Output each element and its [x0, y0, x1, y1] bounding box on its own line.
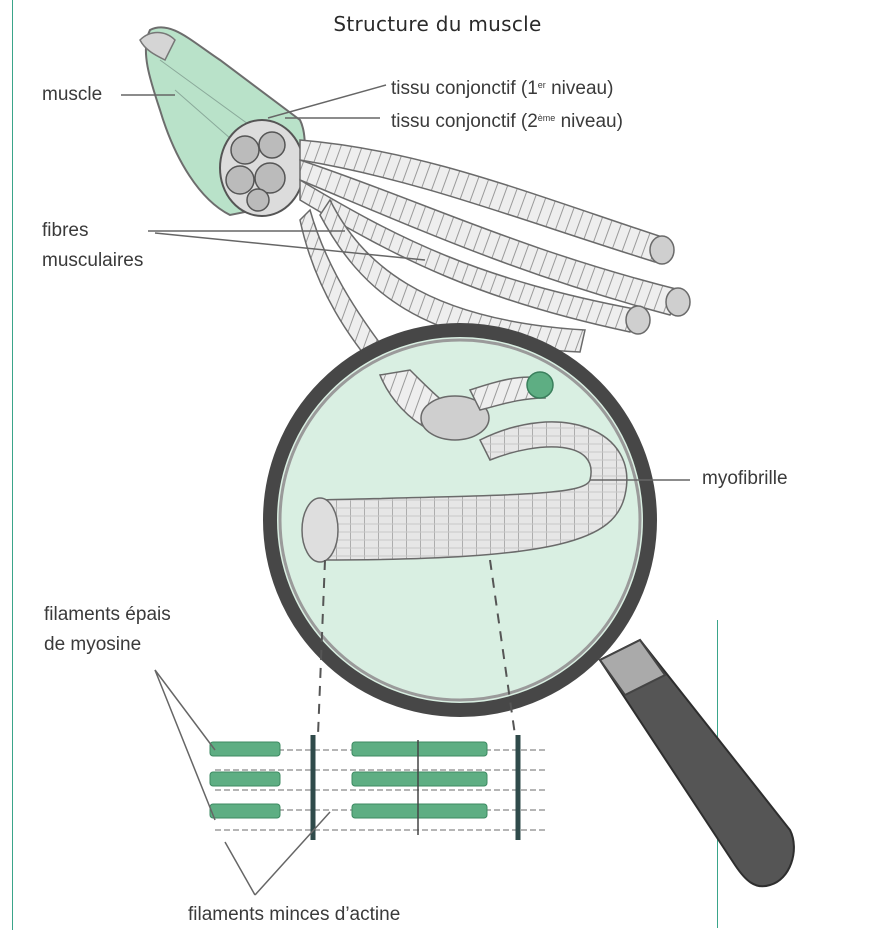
label-myosine-line1: filaments épais: [44, 602, 171, 628]
label-fibres-line2: musculaires: [42, 248, 143, 274]
label-fibres: fibres musculaires: [42, 218, 143, 274]
label-tissu1-tail: niveau): [546, 78, 614, 99]
label-myofibrille: myofibrille: [702, 466, 788, 492]
label-myosine-line2: de myosine: [44, 632, 171, 658]
sarcomere-zoom: [210, 735, 545, 840]
muscle-body: [140, 27, 305, 216]
label-tissu-conjonctif-1: tissu conjonctif (1er niveau): [391, 72, 613, 102]
label-tissu2-sup: ème: [538, 113, 556, 123]
label-tissu1-text: tissu conjonctif (1: [391, 78, 538, 99]
label-tissu-conjonctif-2: tissu conjonctif (2ème niveau): [391, 105, 623, 135]
label-muscle: muscle: [42, 82, 102, 108]
magnifier-handle: [600, 640, 794, 886]
label-tissu2-text: tissu conjonctif (2: [391, 111, 538, 132]
label-tissu2-tail: niveau): [555, 111, 623, 132]
label-tissu1-sup: er: [538, 80, 546, 90]
label-fibres-line1: fibres: [42, 218, 143, 244]
label-myosine: filaments épais de myosine: [44, 602, 171, 658]
label-actine: filaments minces d’actine: [188, 902, 400, 928]
